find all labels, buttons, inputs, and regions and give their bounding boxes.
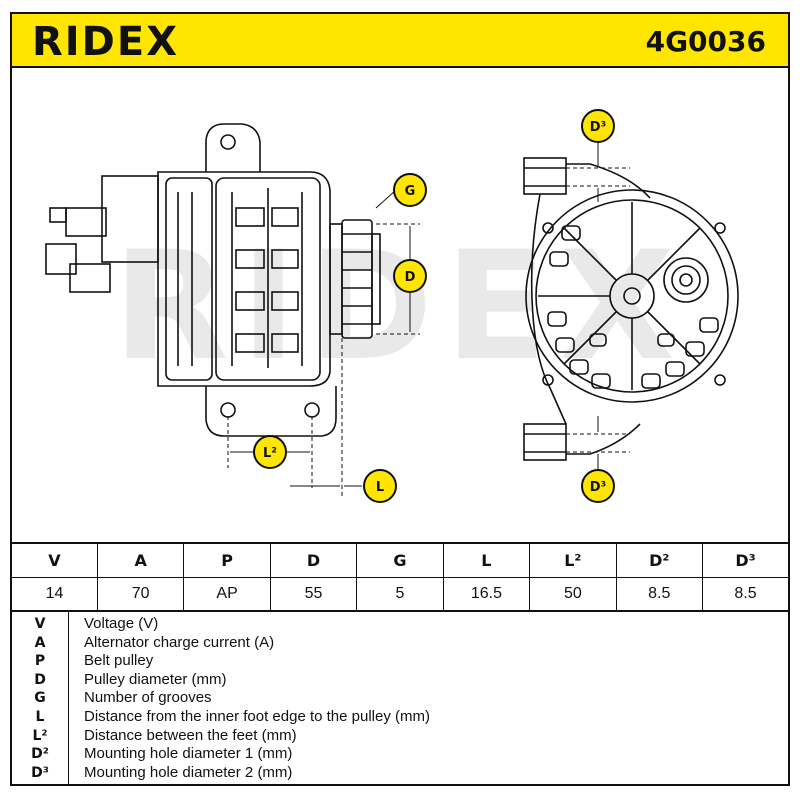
legend-row: L Distance from the inner foot edge to t… [12,708,788,727]
spec-value-l: 16.5 [442,576,531,612]
legend-symbol: D² [31,746,49,763]
spec-value-row: 14 70 AP 55 5 16.5 50 8.5 8.5 [9,576,790,612]
legend-symbol: L² [32,727,48,744]
legend-description: Belt pulley [84,652,154,670]
legend-row: D² Mounting hole diameter 1 (mm) [12,745,788,764]
callout-l-label: L [376,480,384,495]
legend-row: P Belt pulley [12,652,788,671]
spec-header-v: V [9,542,98,578]
watermark: RIDEX [113,220,687,394]
spec-header-d3: D³ [702,542,790,578]
callout-g: G [393,173,427,207]
legend-symbol: V [34,616,46,632]
legend-row: V Voltage (V) [12,615,788,634]
callout-d: D [393,259,427,293]
legend-description: Mounting hole diameter 1 (mm) [84,745,293,763]
legend-description: Alternator charge current (A) [84,633,275,651]
technical-drawing: RIDEX [45,109,739,503]
callout-l2-label: L² [263,446,277,461]
brand-logo: RIDEX [32,19,180,65]
callout-d3-top-label: D³ [590,120,607,135]
callout-l: L [363,469,397,503]
legend-symbol: D [34,671,46,688]
spec-value-g: 5 [356,576,444,612]
legend-description: Voltage (V) [84,615,159,632]
spec-value-d3: 8.5 [702,576,790,612]
spec-value-d: 55 [269,576,358,612]
callout-l2: L² [253,435,287,469]
spec-value-l2: 50 [529,576,617,612]
legend-row: G Number of grooves [12,689,788,708]
spec-header-l: L [442,542,531,578]
spec-value-v: 14 [9,576,98,612]
legend-description: Number of grooves [84,689,212,707]
legend-description: Distance between the feet (mm) [84,726,297,744]
legend-description: Mounting hole diameter 2 (mm) [84,763,293,781]
legend-row: A Alternator charge current (A) [12,634,788,653]
drawing-frame [10,68,790,542]
legend-symbol: G [34,690,46,707]
legend-description: Distance from the inner foot edge to the… [84,708,430,725]
spec-header-l2: L² [529,542,617,578]
callout-g-label: G [405,184,416,199]
spec-value-a: 70 [96,576,185,612]
spec-header-d: D [269,542,358,578]
callout-d3-top: D³ [581,109,615,143]
legend-divider [68,611,69,784]
spec-header-g: G [356,542,444,578]
callout-d-label: D [405,270,416,285]
spec-header-row: V A P D G L L² D² D³ [9,542,790,578]
callout-d3-bottom: D³ [581,469,615,503]
legend-description: Pulley diameter (mm) [84,670,227,688]
legend-row: D Pulley diameter (mm) [12,671,788,690]
legend-symbol: D³ [31,764,49,781]
spec-value-d2: 8.5 [615,576,704,612]
spec-table: V A P D G L L² D² D³ 14 70 AP 55 5 16.5 … [9,542,790,612]
callout-d3-bottom-label: D³ [590,480,607,495]
legend-row: D³ Mounting hole diameter 2 (mm) [12,764,788,783]
header-bar: RIDEX 4G0036 [10,12,790,68]
spec-header-p: P [183,542,271,578]
legend-symbol: P [34,653,46,670]
legend-row: L² Distance between the feet (mm) [12,727,788,746]
legend-symbol: L [35,709,45,725]
alternator-front-view [523,157,739,461]
spec-value-p: AP [183,576,271,612]
legend: V Voltage (V) A Alternator charge curren… [10,610,790,786]
part-number: 4G0036 [645,25,766,58]
spec-header-a: A [96,542,185,578]
spec-header-d2: D² [615,542,704,578]
legend-symbol: A [34,634,46,651]
